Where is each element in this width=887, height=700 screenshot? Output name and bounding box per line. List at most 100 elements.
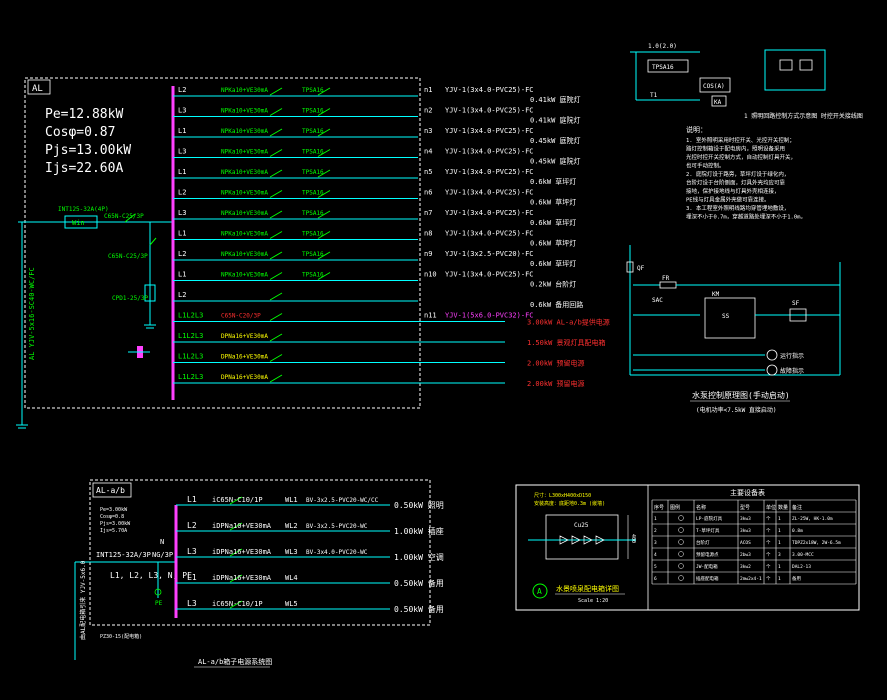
al-circuit-contactor: TPSA16 — [302, 169, 324, 176]
al-circuit-phase: L3 — [178, 107, 186, 115]
wp-label-km: KM — [712, 291, 720, 298]
notes-line: 1. 室外照明采用时控开关、光控开关控制； — [686, 136, 795, 144]
detail-note-2: 安装高度：底距地0.3m (嵌墙) — [534, 500, 605, 507]
equip-title: 主要设备表 — [730, 488, 765, 497]
table-cell: 1 — [778, 576, 781, 582]
table-cell: 1 — [778, 528, 781, 534]
wp-label-fr: FR — [662, 275, 670, 282]
table-header: 型号 — [740, 504, 750, 511]
al-circuit-cable: YJV-1(3x2.5-PVC20)-FC — [445, 250, 534, 258]
al-circuit-cable: YJV-1(3x4.0-PVC25)-FC — [445, 189, 534, 197]
table-cell: 3kw3 — [740, 516, 751, 522]
table-cell: 备用 — [792, 575, 801, 582]
table-cell: 个 — [766, 540, 771, 546]
ctl-right-frame — [764, 49, 826, 91]
al-circuit-phase: L2 — [178, 189, 186, 197]
detail-section-frame — [515, 484, 860, 611]
ctl-label-1: 1.0(2.0) — [648, 43, 677, 50]
wp-km-frame — [704, 297, 756, 339]
detail-caption: 水景喷泉配电箱详图 — [556, 584, 619, 593]
al-circuit-phase: L1L2L3 — [178, 332, 203, 340]
al-incoming-box — [64, 215, 98, 229]
table-cell: 3kw2 — [740, 564, 751, 570]
alab-circuit-load: 1.00kW 插座 — [394, 526, 444, 536]
al-circuit-phase: L1L2L3 — [178, 353, 203, 361]
al-circuit-number: n1 — [424, 86, 432, 94]
al-circuit-breaker: DPNa16+VE30mA — [221, 374, 268, 381]
al-incoming-cable: AL YJV-5x16-SC40-WC/FC — [28, 267, 36, 360]
al-circuit-number: n9 — [424, 250, 432, 258]
alab-circuit-number: WL3 — [285, 548, 298, 556]
al-circuit-number: n2 — [424, 107, 432, 115]
al-circuit-breaker-contact — [269, 87, 283, 96]
table-cell: T-草坪灯具 — [696, 527, 720, 534]
alab-circuit-number: WL4 — [285, 574, 298, 582]
al-circuit-contactor: TPSA16 — [302, 190, 324, 197]
wp-caption: 水泵控制原理图(手动启动) — [692, 390, 790, 400]
alab-pe-terminal — [154, 588, 162, 596]
alab-param-ijs: Ijs=5.70A — [100, 528, 127, 534]
detail-section: 尺寸：L300xH400xD150 安装高度：底距地0.3m (嵌墙) Cu25… — [515, 484, 860, 611]
table-cell: 6 — [654, 576, 657, 582]
detail-dim: 400 — [630, 534, 636, 543]
wp-label-ss: SS — [722, 313, 730, 320]
alab-circuit-load: 1.00kW 空调 — [394, 552, 444, 562]
notes-line: 3. 本工程室外照明线路均穿管埋地敷设， — [686, 204, 789, 212]
table-cell: 1 — [778, 540, 781, 546]
table-legend-symbol — [678, 515, 684, 521]
al-circuit-load: 0.41kW 庭院灯 — [530, 116, 581, 125]
al-circuit-contactor-contact — [317, 272, 331, 280]
table-header: 图例 — [670, 504, 680, 511]
al-circuit-load: 0.2kW 台阶灯 — [530, 280, 576, 289]
alab-circuit-breaker: iDPNa16+VE30mA — [212, 548, 272, 556]
table-cell: 3 — [654, 540, 657, 546]
notes-line: 台阶灯设于台阶侧面，灯具外壳均应可靠 — [686, 179, 786, 187]
al-circuit-phase: L2 — [178, 86, 186, 94]
table-cell: 3.00-MCC — [792, 552, 814, 558]
alab-circuit-load: 0.50kW 备用 — [394, 604, 444, 614]
alab-circuit-phase: L1 — [187, 573, 197, 582]
al-circuit-contactor: TPSA16 — [302, 149, 324, 156]
al-circuit-breaker-contact — [269, 374, 283, 383]
alab-param-pe: Pe=3.00kW — [100, 507, 128, 513]
table-header: 名称 — [696, 504, 706, 511]
table-legend-symbol — [678, 563, 684, 569]
alab-param-cos: Cosφ=0.8 — [100, 514, 124, 520]
al-circuit-cable: YJV-1(3x4.0-PVC25)-FC — [445, 168, 534, 176]
notes-line: 接地，保护接地线与灯具外壳相连接， — [686, 187, 780, 195]
al-circuit-breaker-contact — [269, 251, 283, 260]
wp-label-sac: SAC — [652, 297, 663, 304]
ctl-box-3 — [711, 95, 727, 107]
al-circuit-breaker-contact — [269, 354, 283, 362]
al-circuit-number: n11 — [424, 312, 437, 320]
alab-circuit-contact — [229, 600, 243, 609]
table-legend-symbol — [678, 539, 684, 545]
table-cell: 个 — [766, 552, 771, 558]
al-circuit-phase: L2 — [178, 250, 186, 258]
table-cell: DAL2-13 — [792, 564, 811, 570]
table-cell: 1 — [654, 516, 657, 522]
al-spd-label: CPD1-25/3P — [112, 295, 149, 302]
table-cell: ZL-25W, HK-1.0m — [792, 516, 833, 522]
notes-line: 2. 庭院灯设于路旁，草坪灯设于绿化内， — [686, 170, 789, 178]
al-circuit-phase: L3 — [178, 209, 186, 217]
al-circuit-cable: YJV-1(3x4.0-PVC25)-FC — [445, 148, 534, 156]
detail-circle — [532, 583, 548, 599]
detail-center-label: Cu25 — [574, 522, 589, 529]
ctl-box-2 — [699, 77, 731, 93]
al-circuit-load: 2.00kW 预留电源 — [527, 379, 585, 388]
al-circuit-load: 3.00kW AL-a/b提供电源 — [527, 318, 610, 327]
al-circuit-number: n10 — [424, 271, 437, 279]
alab-circuit-contact — [229, 522, 243, 531]
al-circuit-breaker: NPKa10+VE30mA — [221, 87, 268, 94]
alab-incoming-breaker: INT125-32A/3P — [96, 551, 151, 559]
al-circuit-breaker-contact — [269, 190, 283, 198]
detail-component-glyphs — [559, 535, 605, 545]
al-incoming-breaker: INT125-32A(4P) — [58, 206, 109, 213]
al-aux-switch-contact — [149, 237, 157, 246]
water-pump-control: QF FR SAC KM SS SF 运行指示 故障指示 水泵控制原理图(手动启… — [626, 245, 841, 414]
alab-circuit-cable: BV-3x4.0-PVC20-WC — [306, 549, 368, 556]
ctl-label-3: COS(A) — [703, 83, 725, 90]
table-legend-symbol — [678, 551, 684, 557]
table-cell: 插座配电箱 — [696, 575, 719, 582]
